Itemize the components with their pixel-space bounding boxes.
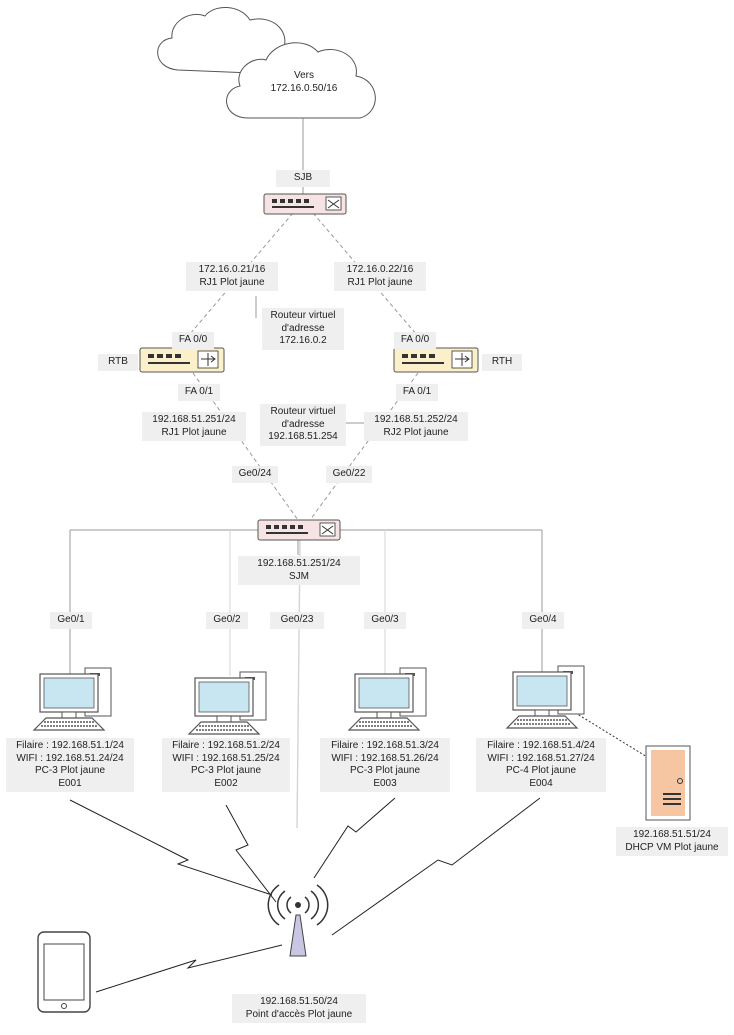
pc-e003-id: E003: [373, 777, 397, 789]
pc-e004-id: E004: [529, 777, 553, 789]
switch-main-name: SJM: [289, 570, 309, 582]
port-ge0-4: Ge0/4: [522, 612, 564, 629]
link-left-lan-plug: RJ1 Plot jaune: [161, 426, 227, 438]
link-left-lan-label: 192.168.51.251/24 RJ1 Plot jaune: [142, 412, 246, 441]
router-icon: [393, 347, 479, 373]
server-icon: [645, 745, 691, 821]
pc-e001-wired: Filaire : 192.168.51.1/24: [16, 740, 124, 751]
switch-port-right: Ge0/22: [326, 466, 372, 483]
desktop-pc-icon: [188, 671, 267, 735]
dhcp-label: 192.168.51.51/24 DHCP VM Plot jaune: [616, 827, 728, 856]
pc-e004-wifi: WIFI : 192.168.51.27/24: [487, 752, 595, 764]
desktop-pc-icon: [506, 665, 585, 729]
switch-main-label: 192.168.51.251/24 SJM: [238, 556, 360, 585]
pc-e002-wifi: WIFI : 192.168.51.25/24: [172, 752, 280, 764]
pc-e001-id: E001: [58, 777, 82, 789]
switch-main-ip: 192.168.51.251/24: [257, 558, 341, 569]
cloud-label-line1: Vers: [293, 70, 314, 81]
pc-e001-label: Filaire : 192.168.51.1/24 WIFI : 192.168…: [6, 738, 134, 792]
wireless-ap-icon: [267, 884, 329, 957]
port-ge0-1: Ge0/1: [50, 612, 92, 629]
router-icon: [139, 347, 225, 373]
pc-e001-plug: PC-3 Plot jaune: [34, 765, 106, 776]
router-left-port-up: FA 0/0: [172, 332, 214, 349]
vrouter-top-line3: 172.16.0.2: [279, 335, 327, 346]
dhcp-ip: 192.168.51.51/24: [633, 829, 711, 840]
dhcp-name: DHCP VM Plot jaune: [625, 841, 719, 853]
router-right-port-down: FA 0/1: [396, 384, 438, 401]
pc-e004-plug: PC-4 Plot jaune: [505, 765, 577, 776]
router-right-port-up: FA 0/0: [394, 332, 436, 349]
pc-e002-id: E002: [214, 777, 238, 789]
switch-icon: [263, 193, 347, 215]
vrouter-lan-label: Routeur virtuel d'adresse 192.168.51.254: [260, 404, 346, 446]
vrouter-lan-line1: Routeur virtuel: [270, 406, 336, 417]
port-ge0-3: Ge0/3: [364, 612, 406, 629]
cloud-label: Vers 172.16.0.50/16: [262, 68, 346, 97]
link-right-plug: RJ1 Plot jaune: [347, 276, 413, 288]
link-right-lan-ip: 192.168.51.252/24: [374, 414, 458, 425]
ap-ip: 192.168.51.50/24: [260, 996, 338, 1007]
ap-name: Point d'accès Plot jaune: [245, 1008, 353, 1020]
pc-e004-label: Filaire : 192.168.51.4/24 WIFI : 192.168…: [476, 738, 606, 792]
link-left-ip: 172.16.0.21/16: [198, 264, 266, 275]
ap-label: 192.168.51.50/24 Point d'accès Plot jaun…: [232, 994, 366, 1023]
cloud-icon: [157, 7, 376, 119]
cloud-label-line2: 172.16.0.50/16: [270, 82, 338, 94]
pc-e003-wired: Filaire : 192.168.51.3/24: [331, 740, 439, 751]
link-right-lan-plug: RJ2 Plot jaune: [383, 426, 449, 438]
link-right-lan-label: 192.168.51.252/24 RJ2 Plot jaune: [364, 412, 468, 441]
router-right-name: RTH: [482, 354, 522, 371]
switch-icon: [257, 519, 341, 541]
router-left-name: RTB: [98, 354, 138, 371]
desktop-pc-icon: [348, 667, 427, 731]
pc-e003-wifi: WIFI : 192.168.51.26/24: [331, 752, 439, 764]
link-right-label: 172.16.0.22/16 RJ1 Plot jaune: [334, 262, 426, 291]
port-ge0-23: Ge0/23: [270, 612, 324, 629]
link-left-label: 172.16.0.21/16 RJ1 Plot jaune: [186, 262, 278, 291]
vrouter-lan-line3: 192.168.51.254: [268, 431, 338, 442]
port-ge0-2: Ge0/2: [206, 612, 248, 629]
pc-e002-wired: Filaire : 192.168.51.2/24: [172, 740, 280, 751]
vrouter-top-line2: d'adresse: [281, 322, 325, 334]
switch-top-name: SJB: [276, 170, 330, 187]
vrouter-top-line1: Routeur virtuel: [270, 310, 336, 321]
wireless-links: [69, 797, 541, 993]
link-left-lan-ip: 192.168.51.251/24: [152, 414, 236, 425]
pc-e002-plug: PC-3 Plot jaune: [190, 765, 262, 776]
vrouter-lan-line2: d'adresse: [281, 418, 325, 430]
link-right-ip: 172.16.0.22/16: [346, 264, 414, 275]
pc-e004-wired: Filaire : 192.168.51.4/24: [487, 740, 595, 751]
pc-e001-wifi: WIFI : 192.168.51.24/24: [16, 752, 124, 764]
smartphone-icon: [37, 931, 91, 1013]
desktop-pc-icon: [33, 667, 112, 731]
pc-e003-label: Filaire : 192.168.51.3/24 WIFI : 192.168…: [320, 738, 450, 792]
vrouter-top-label: Routeur virtuel d'adresse 172.16.0.2: [262, 308, 344, 350]
pc-e002-label: Filaire : 192.168.51.2/24 WIFI : 192.168…: [162, 738, 290, 792]
link-left-plug: RJ1 Plot jaune: [199, 276, 265, 288]
router-left-port-down: FA 0/1: [178, 384, 220, 401]
switch-port-left: Ge0/24: [232, 466, 278, 483]
pc-e003-plug: PC-3 Plot jaune: [349, 765, 421, 776]
